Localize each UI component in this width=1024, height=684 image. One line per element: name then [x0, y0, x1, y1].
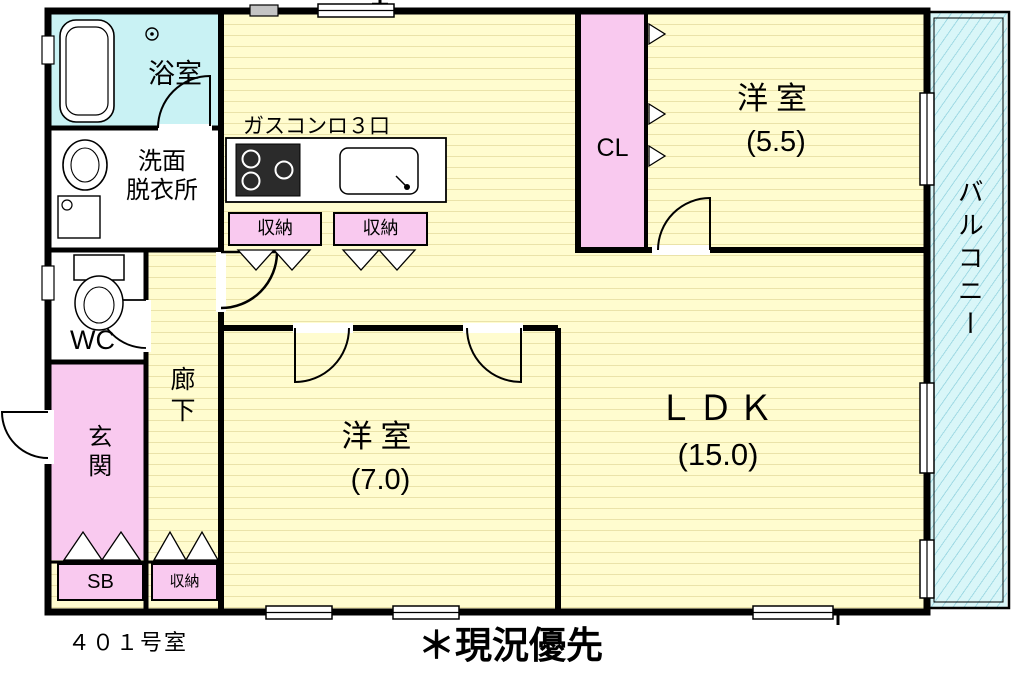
washroom-label: 洗面 脱衣所	[108, 148, 216, 206]
corridor-storage-box: 収納	[151, 563, 218, 601]
note-label: ＊現況優先	[418, 625, 603, 666]
kitchen-storage-1-box: 収納	[228, 212, 322, 246]
bedroom-main-label: 洋室 (7.0)	[238, 418, 523, 498]
closet-label: CL	[596, 134, 629, 162]
bedroom-main-name: 洋室	[341, 419, 420, 454]
kitchen-note-label: ガスコンロ３口	[243, 115, 390, 138]
closet-region	[581, 13, 644, 248]
wc-label: WC	[70, 325, 115, 355]
corridor-storage-label: 収納	[169, 573, 200, 590]
entrance-label: 玄関	[83, 424, 111, 482]
bedroom-small-name: 洋室	[737, 81, 815, 116]
room-number-label: ４０１号室	[68, 630, 189, 655]
ldk-size: (15.0)	[677, 437, 759, 472]
ldk-label: ＬＤＫ (15.0)	[588, 388, 848, 473]
bedroom-small-size: (5.5)	[746, 126, 806, 159]
kitchen-storage-2-label: 収納	[362, 218, 399, 239]
shoe-box: SB	[57, 563, 144, 601]
bedroom-small-label: 洋室 (5.5)	[640, 80, 912, 160]
corridor-label: 廊下	[167, 366, 195, 428]
kitchen-storage-2-box: 収納	[333, 212, 428, 246]
ldk-name: ＬＤＫ	[657, 389, 778, 428]
bath-label: 浴室	[148, 59, 202, 89]
balcony-label: バルコニー	[954, 178, 985, 343]
washroom-label-line1: 洗面	[138, 148, 186, 175]
kitchen-storage-1-label: 収納	[257, 218, 293, 239]
bedroom-main-size: (7.0)	[350, 464, 411, 497]
shoe-box-label: SB	[87, 571, 114, 593]
washroom-label-line2: 脱衣所	[126, 176, 198, 204]
